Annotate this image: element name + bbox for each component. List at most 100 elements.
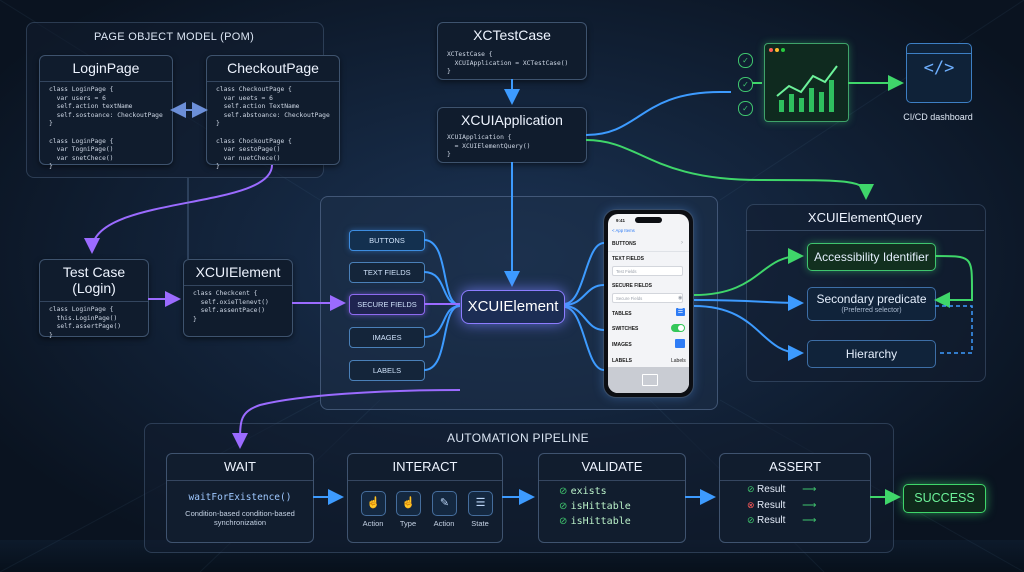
wait-desc-2: synchronization xyxy=(213,518,267,527)
phone-tables-label: TABLES xyxy=(612,311,632,317)
edit-icon[interactable]: ✎ xyxy=(432,491,457,516)
pipeline-title: AUTOMATION PIPELINE xyxy=(447,431,589,445)
checkout-page-card[interactable]: CheckoutPage class CheckoutPage { var ue… xyxy=(206,55,340,170)
wait-desc-1: Condition-based condition-based xyxy=(185,509,295,518)
xcuielement-node[interactable]: XCUIElement xyxy=(461,290,565,324)
xctestcase-card[interactable]: XCTestCase XCTestCase { XCUIApplication … xyxy=(437,22,587,80)
assert-result-3-label: Result xyxy=(757,515,786,526)
wait-step[interactable]: WAIT waitForExistence() Condition-based … xyxy=(166,453,314,543)
xctestcase-title: XCTestCase xyxy=(473,27,551,43)
fail-icon: ⊗ xyxy=(747,500,758,510)
hierarchy-button[interactable]: Hierarchy xyxy=(807,340,936,368)
phone-text-field[interactable]: Test Fields xyxy=(612,266,683,276)
secondary-predicate-sub: (Preferred selector) xyxy=(841,307,902,314)
validate-check-2: ⊘ isHittable xyxy=(559,501,631,512)
validate-check-3-label: isHittable xyxy=(570,516,631,527)
interact-step[interactable]: INTERACT ☝ ☝ ✎ ☰ Action Type Action Stat… xyxy=(347,453,503,543)
test-case-code: class LoginPage { this.LoginPage() self.… xyxy=(49,306,122,339)
phone-mockup: 9:41 < App Items BUTTONS › TEXT FIELDS T… xyxy=(603,209,694,398)
phone-secure-field[interactable]: Secure Fields xyxy=(612,293,683,303)
wait-title: WAIT xyxy=(223,459,256,474)
image-icon xyxy=(675,339,685,348)
test-case-title: Test Case (Login) xyxy=(62,264,126,296)
assert-result-3: ⊘ Result ⟶ xyxy=(747,515,816,526)
arrow-icon: ⟶ xyxy=(785,484,817,495)
validate-check-1-label: exists xyxy=(570,486,607,497)
assert-result-1: ⊘ Result ⟶ xyxy=(747,484,816,495)
validate-check-2-label: isHittable xyxy=(570,501,631,512)
pill-secure-fields[interactable]: SECURE FIELDS xyxy=(349,294,425,315)
check-icon: ✓ xyxy=(738,77,753,92)
validate-step[interactable]: VALIDATE ⊘ exists ⊘ isHittable ⊘ isHitta… xyxy=(538,453,686,543)
xctestcase-code: XCTestCase { XCUIApplication = XCTestCas… xyxy=(447,51,569,76)
checkout-page-title: CheckoutPage xyxy=(227,60,319,76)
code-window-icon[interactable]: </> xyxy=(906,43,972,103)
phone-secure-fields-label: SECURE FIELDS xyxy=(612,283,653,289)
xcuiapplication-title: XCUIApplication xyxy=(461,112,563,128)
chart-window[interactable] xyxy=(764,43,849,122)
assert-step[interactable]: ASSERT ⊘ Result ⟶ ⊗ Result ⟶ ⊘ Result ⟶ xyxy=(719,453,871,543)
pass-icon: ⊘ xyxy=(747,515,758,525)
phone-chevron-icon: › xyxy=(681,240,683,246)
test-case-card[interactable]: Test Case (Login) class LoginPage { this… xyxy=(39,259,149,339)
arrow-icon: ⟶ xyxy=(785,500,817,511)
eye-icon: ◉ xyxy=(678,295,683,301)
tap-label: Action xyxy=(362,519,384,528)
phone-buttons-label: BUTTONS xyxy=(612,241,637,247)
xcuielement-card-title: XCUIElement xyxy=(195,264,281,280)
check-icon: ✓ xyxy=(738,53,753,68)
phone-screen: 9:41 < App Items BUTTONS › TEXT FIELDS T… xyxy=(608,214,689,393)
secondary-predicate-label: Secondary predicate xyxy=(816,292,927,306)
check-circle-icon: ⊘ xyxy=(559,501,571,512)
pill-labels[interactable]: LABELS xyxy=(349,360,425,381)
hierarchy-label: Hierarchy xyxy=(845,347,898,361)
accessibility-identifier-button[interactable]: Accessibility Identifier xyxy=(807,243,936,271)
phone-images-label: IMAGES xyxy=(612,342,632,348)
pill-text-fields[interactable]: TEXT FIELDS xyxy=(349,262,425,283)
pill-buttons[interactable]: BUTTONS xyxy=(349,230,425,251)
phone-switches-label: SWITCHES xyxy=(612,326,639,332)
arrow-icon: ⟶ xyxy=(785,515,817,526)
xcuiapplication-code: XCUIApplication { = XCUIElementQuery() } xyxy=(447,134,531,159)
pom-title: PAGE OBJECT MODEL (POM) xyxy=(93,31,255,43)
type-label: Type xyxy=(399,519,417,528)
interact-title: INTERACT xyxy=(392,459,458,474)
phone-time: 9:41 xyxy=(616,218,626,223)
phone-labels-value: Labels xyxy=(671,358,686,364)
cicd-label: CI/CD dashboard xyxy=(903,112,973,122)
assert-result-1-label: Result xyxy=(757,484,786,495)
wait-code: waitForExistence() xyxy=(188,492,292,503)
photo-icon xyxy=(642,374,658,386)
pill-images[interactable]: IMAGES xyxy=(349,327,425,348)
login-page-code: class LoginPage { var users = 6 self.act… xyxy=(49,86,163,171)
pass-icon: ⊘ xyxy=(747,484,758,494)
validate-check-3: ⊘ isHittable xyxy=(559,516,631,527)
accessibility-identifier-label: Accessibility Identifier xyxy=(814,250,929,264)
phone-switch[interactable] xyxy=(671,324,685,332)
success-badge[interactable]: SUCCESS xyxy=(903,484,986,513)
tap-icon[interactable]: ☝ xyxy=(361,491,386,516)
phone-image-placeholder xyxy=(608,367,689,393)
assert-result-2-label: Result xyxy=(757,500,786,511)
validate-title: VALIDATE xyxy=(581,459,643,474)
login-page-card[interactable]: LoginPage class LoginPage { var users = … xyxy=(39,55,173,170)
check-circle-icon: ⊘ xyxy=(559,516,571,527)
query-title: XCUIElementQuery xyxy=(807,210,923,225)
xcuielement-card-code: class Checkcent { self.oxieTlenevt() sel… xyxy=(193,290,269,323)
phone-back-link[interactable]: < App Items xyxy=(612,228,635,233)
checkout-page-code: class CheckoutPage { var ueets = 6 self.… xyxy=(216,86,330,171)
validate-check-1: ⊘ exists xyxy=(559,486,607,497)
login-page-title: LoginPage xyxy=(72,60,140,76)
state-icon[interactable]: ☰ xyxy=(468,491,493,516)
type-icon[interactable]: ☝ xyxy=(396,491,421,516)
xcuiapplication-card[interactable]: XCUIApplication XCUIApplication { = XCUI… xyxy=(437,107,587,163)
secondary-predicate-button[interactable]: Secondary predicate (Preferred selector) xyxy=(807,287,936,321)
phone-text-fields-label: TEXT FIELDS xyxy=(612,256,644,262)
check-circle-icon: ⊘ xyxy=(559,486,571,497)
edit-label: Action xyxy=(433,519,455,528)
xcuielement-card[interactable]: XCUIElement class Checkcent { self.oxieT… xyxy=(183,259,293,337)
assert-title: ASSERT xyxy=(769,459,821,474)
assert-result-2: ⊗ Result ⟶ xyxy=(747,500,816,511)
check-icon: ✓ xyxy=(738,101,753,116)
phone-labels-label: LABELS xyxy=(612,358,632,364)
